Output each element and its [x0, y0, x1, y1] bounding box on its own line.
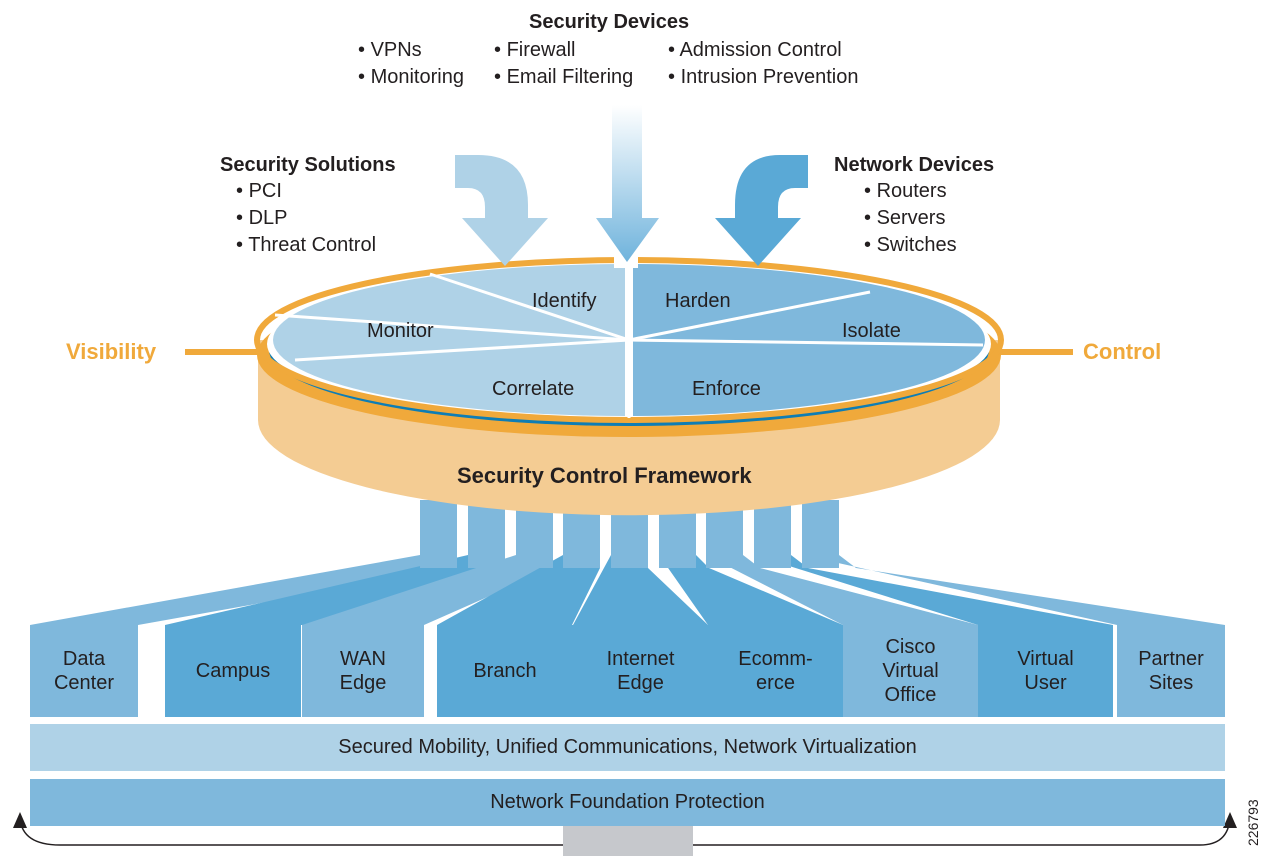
domain-label-line: erce [756, 672, 795, 694]
security-solutions-heading: Security Solutions [220, 154, 396, 176]
network-devices-heading: Network Devices [834, 154, 995, 176]
domain-label-line: Virtual [1017, 648, 1074, 670]
domain-box: Campus [165, 625, 301, 717]
list-item: • DLP [236, 207, 288, 229]
security-devices-col1: • VPNs • Monitoring [358, 37, 464, 91]
control-label: Control [1083, 339, 1162, 364]
list-item: • Routers [864, 180, 947, 202]
domain-label: Ecomm-erce [738, 647, 812, 695]
security-devices-col3: • Admission Control • Intrusion Preventi… [668, 37, 858, 91]
security-devices-heading: Security Devices [529, 11, 690, 33]
domain-label-line: WAN [340, 648, 386, 670]
network-devices-list: • Routers • Servers • Switches [864, 178, 957, 259]
domain-label: Branch [473, 659, 536, 683]
security-solutions-list: • PCI • DLP • Threat Control [236, 178, 376, 259]
slice-harden: Harden [665, 290, 731, 312]
slice-identify: Identify [532, 290, 597, 312]
list-item: • Switches [864, 234, 957, 256]
slice-correlate: Correlate [492, 378, 575, 400]
disk-left-half [273, 264, 625, 416]
network-devices-arrow [715, 155, 808, 266]
domain-label-line: Edge [617, 672, 664, 694]
list-item: • Admission Control [668, 39, 842, 61]
security-solutions-arrow [455, 155, 548, 266]
domain-label-line: Data [62, 648, 106, 670]
disk-dividers [274, 262, 984, 418]
lower-band: Network Foundation Protection [30, 779, 1225, 826]
list-item: • Email Filtering [494, 66, 634, 88]
domain-label-line: Office [884, 684, 937, 706]
list-item: • Servers [864, 207, 946, 229]
domain-box: Ecomm-erce [708, 625, 843, 717]
bracket-arrow-right-head [1223, 812, 1237, 828]
list-item: • Intrusion Prevention [668, 66, 859, 88]
list-item: • Threat Control [236, 234, 377, 256]
visibility-label: Visibility [66, 339, 157, 364]
domain-label-line: Internet [606, 648, 675, 670]
domain-label-line: Campus [195, 660, 271, 682]
figure-number: 226793 [1245, 799, 1261, 846]
framework-label: Security Control Framework [457, 463, 752, 488]
upper-band: Secured Mobility, Unified Communications… [30, 724, 1225, 771]
domain-label-line: Branch [473, 660, 537, 682]
slice-isolate: Isolate [842, 320, 901, 342]
domain-label-line: User [1024, 672, 1067, 694]
pillars [420, 500, 839, 568]
base-stand [563, 826, 693, 856]
security-devices-arrow [596, 105, 659, 262]
domain-box: Branch [437, 625, 573, 717]
domain-label-line: Edge [339, 672, 387, 694]
slice-enforce: Enforce [692, 378, 761, 400]
bracket-arrow-left-head [13, 812, 27, 828]
domain-label-line: Cisco [885, 636, 936, 658]
slice-monitor: Monitor [367, 320, 434, 342]
list-item: • Monitoring [358, 66, 464, 88]
domain-label-line: Ecomm- [738, 648, 813, 670]
domain-label-line: Partner [1138, 648, 1204, 670]
security-devices-col2: • Firewall • Email Filtering [494, 37, 633, 91]
domain-label-line: Sites [1148, 672, 1194, 694]
domain-label: Campus [196, 659, 270, 683]
list-item: • PCI [236, 180, 282, 202]
domain-label-line: Virtual [882, 660, 939, 682]
fan-connectors [30, 555, 1225, 625]
list-item: • VPNs [358, 39, 422, 61]
disk-right-half [633, 264, 985, 416]
list-item: • Firewall [494, 39, 576, 61]
domain-label-line: Center [53, 672, 115, 694]
